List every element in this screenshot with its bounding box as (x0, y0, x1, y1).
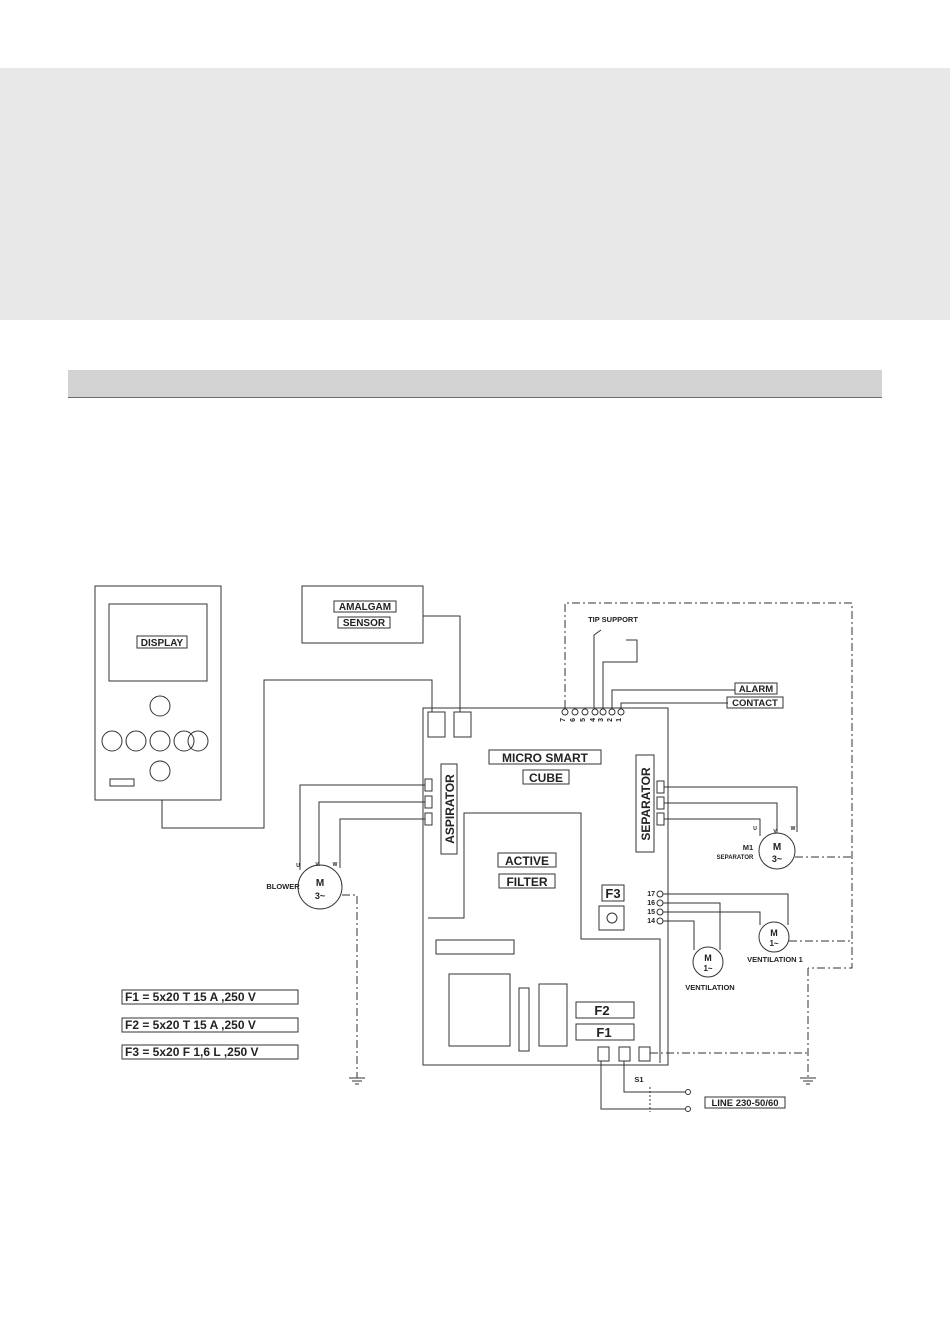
separator-motor-m: M (773, 842, 781, 853)
ventilation1-motor: M 1~ (758, 921, 790, 953)
alarm-label: ALARM (739, 684, 773, 695)
blower-label: BLOWER (266, 882, 300, 891)
separator-motor-label: SEPARATOR (717, 855, 754, 861)
board-subtitle: CUBE (529, 771, 563, 785)
terminal-5: 5 (580, 718, 587, 722)
terminal-14: 14 (647, 918, 655, 925)
m1-label: M1 (743, 843, 753, 852)
blower-u: U (296, 863, 300, 869)
display-button-4 (187, 730, 209, 752)
separator-motor-phase: 3~ (772, 854, 782, 864)
sep-w: W (791, 826, 796, 832)
top-terminal-block: 7 6 5 4 3 2 1 (560, 708, 625, 722)
blower-motor-phase: 3~ (315, 891, 325, 901)
terminal-4: 4 (590, 718, 597, 722)
fuse-f2-spec: F2 = 5x20 T 15 A ,250 V (125, 1018, 256, 1032)
filter-label: FILTER (506, 875, 547, 889)
sep-u: U (753, 826, 757, 832)
vent1-motor-phase: 1~ (769, 939, 778, 948)
separator-label: SEPARATOR (639, 767, 653, 841)
blower-motor-m: M (316, 878, 324, 889)
ventilation-label: VENTILATION (685, 983, 734, 992)
blower-v: V (315, 862, 319, 868)
display-unit: DISPLAY (94, 585, 222, 801)
board-title: MICRO SMART (502, 751, 589, 765)
fuse-f1-spec: F1 = 5x20 T 15 A ,250 V (125, 990, 256, 1004)
ventilation-motor: M 1~ (692, 946, 724, 978)
contact-label: CONTACT (732, 698, 778, 709)
amalgam-label: AMALGAM (339, 602, 391, 613)
active-label: ACTIVE (505, 854, 549, 868)
display-button-center (149, 730, 171, 752)
aspirator-label: ASPIRATOR (443, 774, 457, 844)
display-button-1 (101, 730, 123, 752)
f3-label: F3 (605, 886, 620, 901)
vent1-motor-m: M (770, 928, 778, 938)
tip-support-label: TIP SUPPORT (588, 615, 638, 624)
display-label: DISPLAY (141, 638, 184, 649)
s1-label: S1 (634, 1075, 643, 1084)
terminal-17: 17 (647, 891, 655, 898)
display-button-down (149, 760, 171, 782)
vent-motor-m: M (704, 953, 712, 963)
fuse-f3-spec: F3 = 5x20 F 1,6 L ,250 V (125, 1045, 259, 1059)
header-panel (0, 68, 950, 320)
main-board (422, 707, 669, 1066)
f2-label: F2 (594, 1003, 609, 1018)
sensor-label: SENSOR (343, 618, 386, 629)
fuse-legend: F1 = 5x20 T 15 A ,250 V F2 = 5x20 T 15 A… (121, 989, 299, 1060)
terminal-7: 7 (560, 718, 567, 722)
side-terminal-block: 17 16 15 14 (647, 890, 664, 925)
amalgam-sensor: AMALGAM SENSOR (301, 585, 424, 644)
display-button-up (149, 695, 171, 717)
display-button-3 (173, 730, 195, 752)
terminal-3: 3 (598, 718, 605, 722)
line-label: LINE 230-50/60 (711, 1098, 778, 1109)
terminal-1: 1 (616, 718, 623, 722)
blower-motor: M 3~ U V W (296, 862, 343, 910)
terminal-6: 6 (570, 718, 577, 722)
section-bar (68, 370, 882, 398)
vent-motor-phase: 1~ (703, 964, 712, 973)
terminal-15: 15 (647, 909, 655, 916)
blower-w: W (333, 862, 338, 868)
sep-v: V (773, 829, 777, 835)
display-button-2 (125, 730, 147, 752)
f1-label: F1 (596, 1025, 611, 1040)
terminal-2: 2 (607, 718, 614, 722)
ventilation1-label: VENTILATION 1 (747, 955, 803, 964)
terminal-16: 16 (647, 900, 655, 907)
